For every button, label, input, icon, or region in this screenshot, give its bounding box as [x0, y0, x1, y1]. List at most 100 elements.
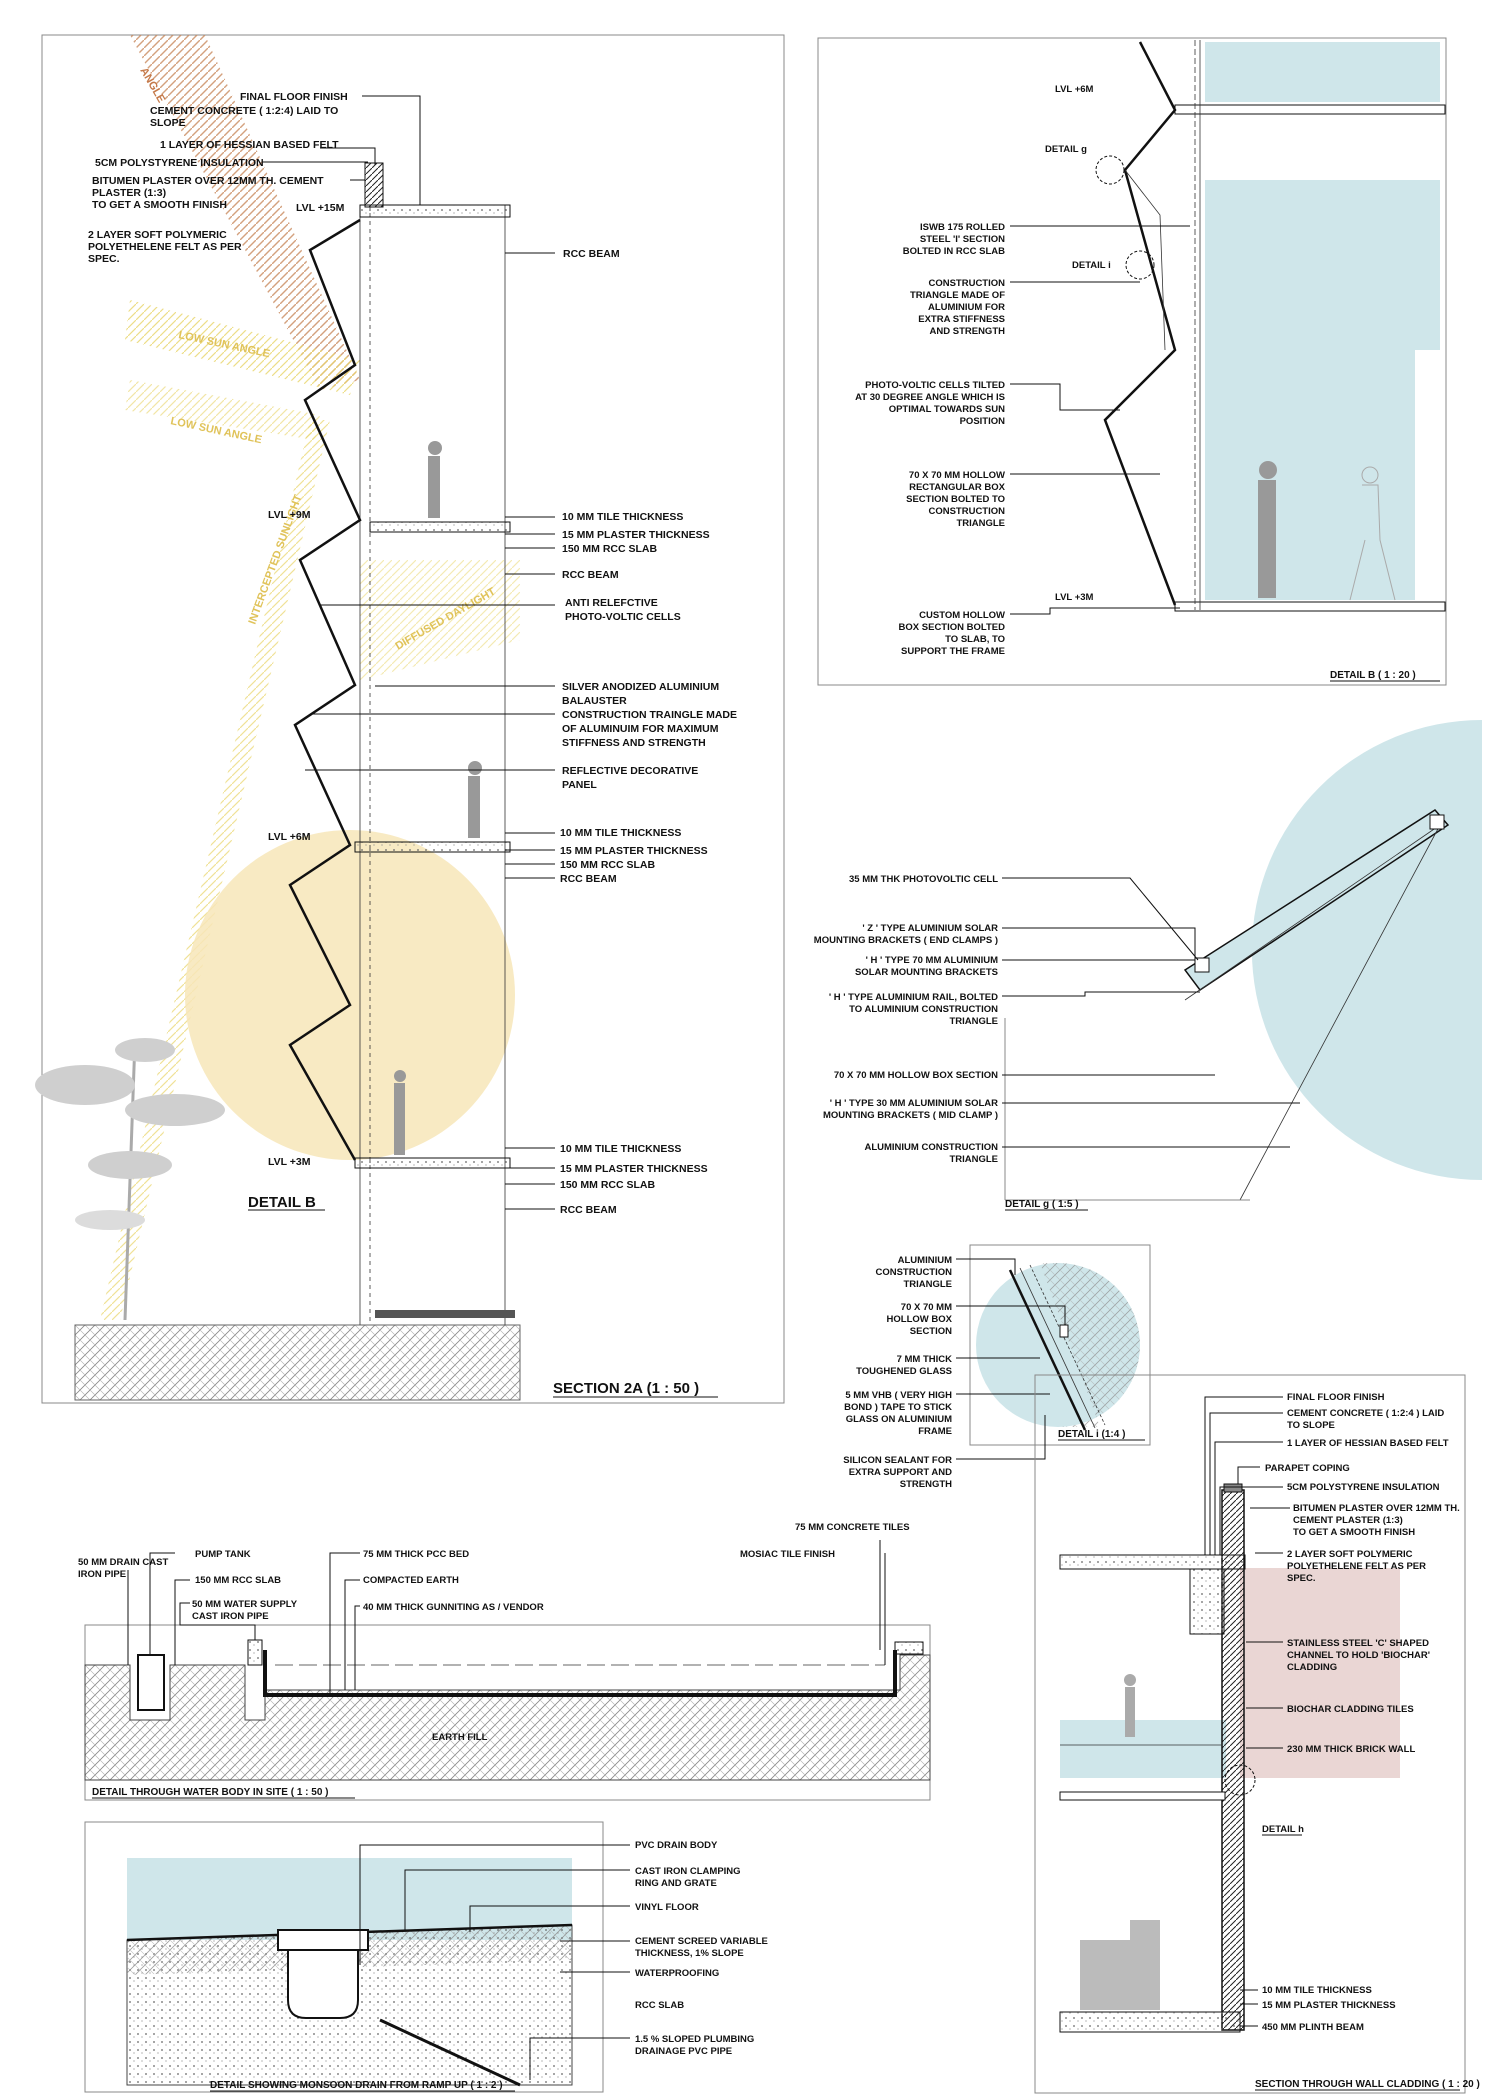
note: 40 MM THICK GUNNITING AS / VENDOR [363, 1602, 544, 1613]
note: SILICON SEALANT FOR [843, 1455, 952, 1466]
note: 35 MM THK PHOTOVOLTIC CELL [849, 874, 998, 885]
note: 15 MM PLASTER THICKNESS [1262, 2000, 1396, 2011]
note: ALUMINIUM [898, 1255, 952, 1266]
note: CEMENT PLASTER (1:3) [1293, 1515, 1403, 1526]
level-label: LVL +6M [268, 831, 311, 843]
wall-cladding-notes: FINAL FLOOR FINISH CEMENT CONCRETE ( 1:2… [1204, 1392, 1460, 2033]
note: 2 LAYER SOFT POLYMERIC [1287, 1549, 1413, 1560]
note: FINAL FLOOR FINISH [240, 91, 348, 103]
note: 5CM POLYSTYRENE INSULATION [1287, 1482, 1440, 1493]
monsoon-drain-frame [84, 1821, 604, 2093]
note: PARAPET COPING [1265, 1463, 1350, 1474]
level-label: LVL +3M [1055, 592, 1094, 603]
note: AND STRENGTH [930, 326, 1006, 337]
note: CUSTOM HOLLOW [919, 610, 1005, 621]
detail-g-panel: 35 MM THK PHOTOVOLTIC CELL ' Z ' TYPE AL… [814, 720, 1482, 1211]
note: RCC BEAM [560, 873, 617, 885]
water-body-panel: EARTH FILL 50 MM DRAIN CAST IRON PIPE PU… [78, 1522, 931, 1801]
section-2a-panel: ANGLE LOW SUN ANGLE LOW SUN ANGLE INTERC… [35, 34, 785, 1404]
note: SPEC. [88, 253, 120, 265]
note: GLASS ON ALUMINIUM [846, 1414, 952, 1425]
pump-tank [137, 1654, 165, 1711]
note: HOLLOW BOX [887, 1314, 953, 1325]
zigzag-facade [288, 218, 362, 1161]
note: CONSTRUCTION [928, 506, 1005, 517]
note: PUMP TANK [195, 1549, 251, 1560]
low-sun-ray-2 [125, 380, 320, 440]
note: 50 MM DRAIN CAST [78, 1557, 168, 1568]
note: POLYETHELENE FELT AS PER [88, 241, 242, 253]
chair-figure [1080, 1920, 1160, 2010]
pump-wall [247, 1639, 263, 1666]
note: ' H ' TYPE 30 MM ALUMINIUM SOLAR [830, 1098, 998, 1109]
detail-g-title: DETAIL g ( 1:5 ) [1005, 1199, 1079, 1210]
note: POSITION [960, 416, 1006, 427]
note: TO SLAB, TO [945, 634, 1005, 645]
note: CONSTRUCTION [875, 1267, 952, 1278]
room-water-tint [1060, 1720, 1226, 1778]
note: CAST IRON CLAMPING [635, 1866, 741, 1877]
note: DRAINAGE PVC PIPE [635, 2046, 732, 2057]
note: CONSTRUCTION TRAINGLE MADE [562, 709, 737, 721]
detail-marker: DETAIL i [1072, 260, 1111, 271]
detail-i-notes: ALUMINIUM CONSTRUCTION TRIANGLE 70 X 70 … [843, 1255, 1066, 1490]
note: 70 X 70 MM HOLLOW [909, 470, 1005, 481]
detail-b-marker: DETAIL B [248, 1194, 316, 1211]
earth-fill-hatch [84, 1654, 931, 1781]
cladding-tint [1240, 1568, 1400, 1778]
person-figure [394, 441, 482, 1155]
level-label: LVL +15M [296, 202, 345, 214]
water-tint-mid [1205, 180, 1440, 350]
note: 15 MM PLASTER THICKNESS [560, 1163, 708, 1175]
note: SPEC. [1287, 1573, 1316, 1584]
detail-g-circle [1251, 720, 1482, 1180]
plinth-beam [1059, 2011, 1241, 2033]
wall-cladding-panel: FINAL FLOOR FINISH CEMENT CONCRETE ( 1:2… [1034, 1374, 1480, 2094]
note: SECTION BOLTED TO [906, 494, 1005, 505]
slab-top [1174, 104, 1446, 115]
water-tint-room [1205, 350, 1415, 600]
note: BALAUSTER [562, 695, 627, 707]
earth-fill-label: EARTH FILL [432, 1732, 488, 1743]
detail-marker: DETAIL g [1045, 144, 1087, 155]
note: CLADDING [1287, 1662, 1337, 1673]
slab-lvl9 [369, 521, 511, 533]
note: AT 30 DEGREE ANGLE WHICH IS [855, 392, 1005, 403]
note: BITUMEN PLASTER OVER 12MM TH. [1293, 1503, 1460, 1514]
note: SLOPE [150, 117, 186, 129]
person-figure [1124, 1674, 1136, 1737]
wall-cladding-frame [1034, 1374, 1466, 2094]
note: 70 X 70 MM HOLLOW BOX SECTION [834, 1070, 998, 1081]
slab-lvl15 [359, 204, 511, 218]
note: 150 MM RCC SLAB [562, 543, 658, 555]
note: TRIANGLE MADE OF [910, 290, 1005, 301]
note: RCC BEAM [560, 1204, 617, 1216]
note: CEMENT CONCRETE ( 1:2:4) LAID TO [150, 105, 338, 117]
note: 450 MM PLINTH BEAM [1262, 2022, 1364, 2033]
slab-bottom [1174, 601, 1446, 612]
detail-g-notes: 35 MM THK PHOTOVOLTIC CELL ' Z ' TYPE AL… [814, 874, 1300, 1165]
detail-b-notes: ISWB 175 ROLLED STEEL 'I' SECTION BOLTED… [855, 222, 1190, 657]
ground-hatch [74, 1324, 521, 1401]
note: 230 MM THICK BRICK WALL [1287, 1744, 1415, 1755]
facade-zigzag [1103, 41, 1177, 606]
detail-i-panel: ALUMINIUM CONSTRUCTION TRIANGLE 70 X 70 … [843, 1244, 1151, 1490]
note: POLYETHELENE FELT AS PER [1287, 1561, 1426, 1572]
note: 50 MM WATER SUPPLY [192, 1599, 298, 1610]
note: IRON PIPE [78, 1569, 126, 1580]
note: 150 MM RCC SLAB [560, 859, 656, 871]
note: 75 MM CONCRETE TILES [795, 1522, 910, 1533]
note: CEMENT SCREED VARIABLE [635, 1936, 768, 1947]
slab-lvl6 [354, 841, 511, 853]
note: SUPPORT THE FRAME [901, 646, 1005, 657]
note: TRIANGLE [949, 1154, 998, 1165]
note: TRIANGLE [956, 518, 1005, 529]
water-body-notes: 50 MM DRAIN CAST IRON PIPE PUMP TANK 150… [78, 1522, 910, 1695]
note: MOUNTING BRACKETS ( MID CLAMP ) [823, 1110, 998, 1121]
glass-line [1008, 1269, 1087, 1431]
monsoon-drain-title: DETAIL SHOWING MONSOON DRAIN FROM RAMP U… [210, 2080, 503, 2091]
parapet-coping [1223, 1483, 1243, 1493]
note: STEEL 'I' SECTION [920, 234, 1005, 245]
note: 5CM POLYSTYRENE INSULATION [95, 157, 264, 169]
